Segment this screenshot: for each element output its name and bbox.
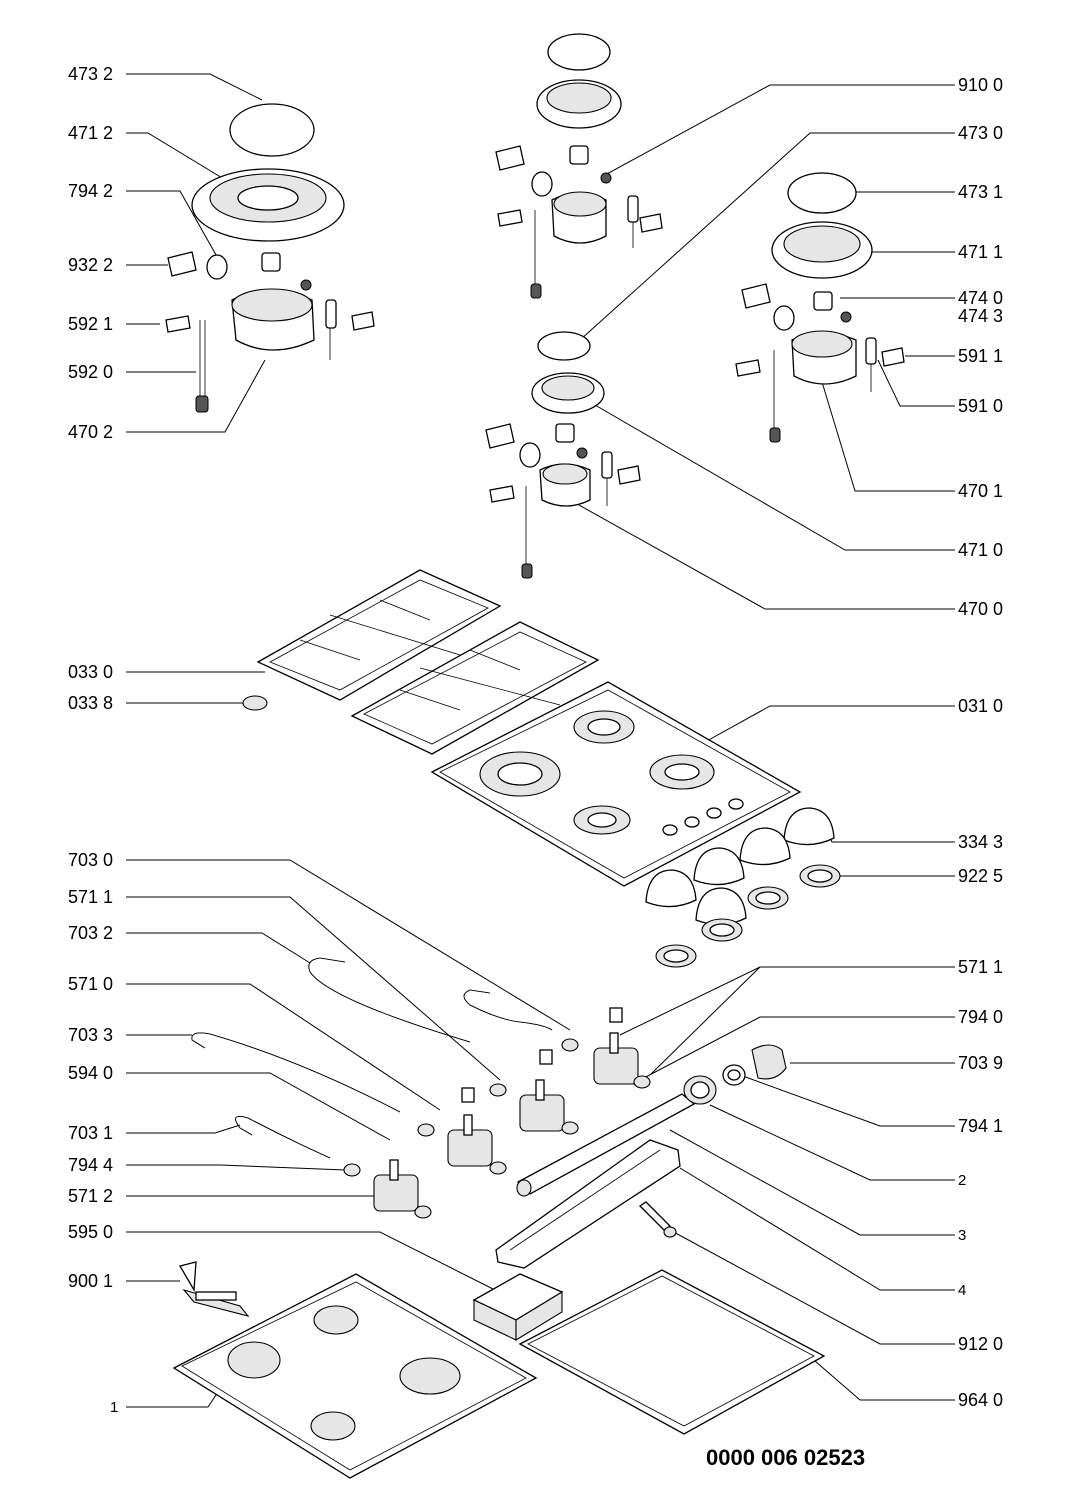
callout-label: 922 5 — [958, 866, 1003, 886]
callout-label: 031 0 — [958, 696, 1003, 716]
callout-label: 3 — [958, 1227, 966, 1244]
callout-label: 794 1 — [958, 1116, 1003, 1136]
callout-label: 473 1 — [958, 182, 1003, 202]
ignition-generator — [472, 1273, 564, 1341]
callout-label: 4 — [958, 1282, 966, 1299]
callout-label: 571 2 — [68, 1186, 113, 1206]
hob-top-plate — [430, 681, 802, 887]
callout-label: 571 1 — [68, 887, 113, 907]
callout-labels-left: 473 2 471 2 794 2 932 2 592 1 592 0 470 … — [68, 64, 118, 1416]
callout-label: 703 9 — [958, 1053, 1003, 1073]
gas-taps — [343, 1007, 651, 1219]
callout-label: 2 — [958, 1172, 966, 1189]
callout-label: 900 1 — [68, 1271, 113, 1291]
callout-label: 591 1 — [958, 346, 1003, 366]
callout-label: 592 0 — [68, 362, 113, 382]
callout-label: 703 0 — [68, 850, 113, 870]
callout-label: 594 0 — [68, 1063, 113, 1083]
callout-label: 474 0 — [958, 288, 1003, 308]
callout-labels-right: 910 0 473 0 473 1 471 1 474 0 474 3 591 … — [958, 75, 1003, 1410]
callout-label: 794 0 — [958, 1007, 1003, 1027]
gasket-frame — [518, 1269, 826, 1435]
callout-label: 592 1 — [68, 314, 113, 334]
callout-label: 703 3 — [68, 1025, 113, 1045]
leader-lines — [126, 73, 955, 1408]
callout-label: 794 2 — [68, 181, 113, 201]
callout-label: 470 1 — [958, 481, 1003, 501]
callout-label: 1 — [110, 1399, 118, 1416]
callout-label: 703 1 — [68, 1123, 113, 1143]
callout-label: 964 0 — [958, 1390, 1003, 1410]
callout-label: 471 0 — [958, 540, 1003, 560]
callout-label: 591 0 — [958, 396, 1003, 416]
knob-bezels — [655, 864, 841, 968]
callout-label: 473 0 — [958, 123, 1003, 143]
gas-pipes — [191, 957, 553, 1159]
document-number: 0000 006 02523 — [706, 1445, 865, 1470]
burner-top-center-assembly — [495, 33, 663, 299]
callout-label: 033 8 — [68, 693, 113, 713]
burner-large-assembly — [165, 103, 375, 413]
base-tray — [172, 1273, 538, 1479]
callout-label: 033 0 — [68, 662, 113, 682]
callout-label: 473 2 — [68, 64, 113, 84]
manifold-and-connector — [516, 1044, 787, 1197]
callout-label: 595 0 — [68, 1222, 113, 1242]
burner-right-assembly — [735, 172, 905, 443]
callout-label: 571 0 — [68, 974, 113, 994]
callout-label: 471 2 — [68, 123, 113, 143]
callout-label: 932 2 — [68, 255, 113, 275]
callout-label: 703 2 — [68, 923, 113, 943]
callout-label: 571 1 — [958, 957, 1003, 977]
callout-label: 470 2 — [68, 422, 113, 442]
callout-label: 334 3 — [958, 832, 1003, 852]
pan-supports — [242, 569, 600, 755]
bracket-and-screw — [495, 1139, 681, 1269]
callout-label: 474 3 — [958, 306, 1003, 326]
callout-label: 910 0 — [958, 75, 1003, 95]
callout-label: 912 0 — [958, 1334, 1003, 1354]
burner-center-assembly — [485, 331, 641, 579]
callout-label: 470 0 — [958, 599, 1003, 619]
control-knobs — [645, 807, 835, 926]
callout-label: 471 1 — [958, 242, 1003, 262]
callout-label: 794 4 — [68, 1155, 113, 1175]
clip-part — [179, 1261, 250, 1317]
